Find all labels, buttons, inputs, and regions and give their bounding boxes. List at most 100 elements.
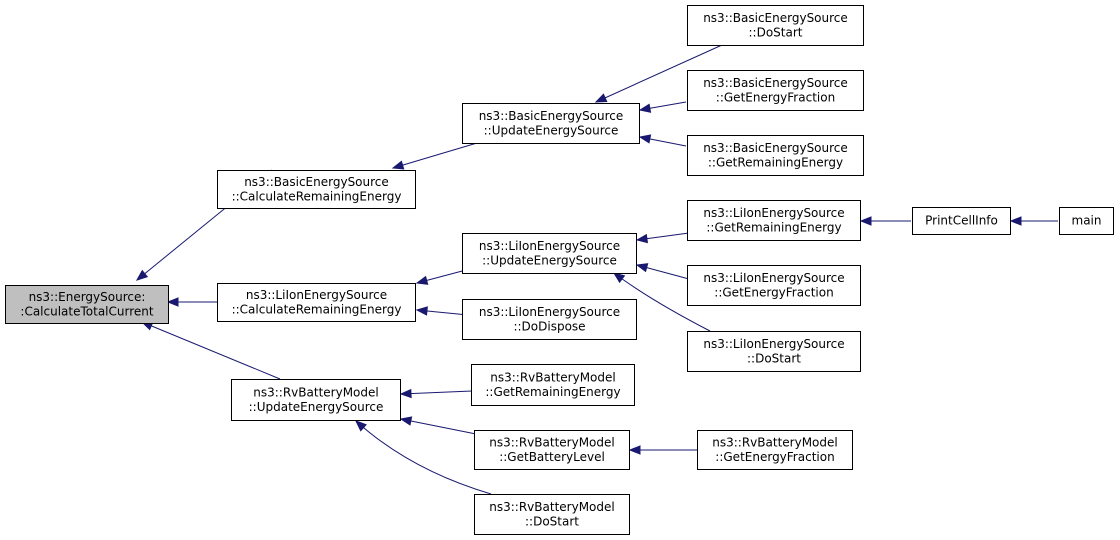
function-nodes: ns3::EnergySource::CalculateTotalCurrent… <box>5 5 1114 535</box>
node-liion-dispose-box <box>462 299 637 340</box>
node-basic-remaining-label-2: ::GetRemainingEnergy <box>708 155 843 169</box>
node-root[interactable]: ns3::EnergySource::CalculateTotalCurrent <box>5 285 169 324</box>
node-rv-remaining[interactable]: ns3::RvBatteryModel::GetRemainingEnergy <box>471 364 635 406</box>
node-liion-dispose-label-2: ::DoDispose <box>513 319 585 333</box>
node-liion-update[interactable]: ns3::LiIonEnergySource::UpdateEnergySour… <box>462 233 637 274</box>
edge-basic-fraction-to-basic-update <box>638 101 687 113</box>
node-rv-update-label-1: ns3::RvBatteryModel <box>253 385 378 399</box>
edge-liion-fraction-to-liion-update-arrowhead <box>635 263 649 273</box>
edge-basic-dostart-to-basic-update <box>594 44 723 103</box>
edge-main-to-print-cell-arrowhead <box>1009 216 1022 226</box>
node-rv-dostart-label-2: ::DoStart <box>525 514 579 528</box>
node-basic-dostart[interactable]: ns3::BasicEnergySource::DoStart <box>687 5 864 46</box>
node-liion-update-box <box>462 233 637 274</box>
node-basic-calc[interactable]: ns3::BasicEnergySource::CalculateRemaini… <box>217 170 416 209</box>
edge-rv-remaining-to-rv-update-arrowhead <box>399 388 412 399</box>
node-rv-update[interactable]: ns3::RvBatteryModel::UpdateEnergySource <box>231 379 401 421</box>
node-basic-remaining-box <box>687 135 864 176</box>
edge-liion-remaining-to-liion-update <box>635 232 690 244</box>
edge-rv-fraction-to-rv-level <box>628 445 697 455</box>
node-liion-dostart-label-1: ns3::LiIonEnergySource <box>703 337 844 351</box>
node-liion-calc-box <box>217 283 416 322</box>
node-basic-update-box <box>462 103 640 144</box>
node-rv-level[interactable]: ns3::RvBatteryModel::GetBatteryLevel <box>474 430 630 470</box>
edge-rv-remaining-to-rv-update-line <box>400 390 473 395</box>
edge-rv-level-to-rv-update <box>399 416 477 435</box>
node-rv-fraction-label-1: ns3::RvBatteryModel <box>712 435 837 449</box>
node-basic-fraction-label-2: ::GetEnergyFraction <box>716 90 835 104</box>
edge-liion-calc-to-root-arrowhead <box>166 297 179 307</box>
node-basic-dostart-label-2: ::DoStart <box>749 25 803 39</box>
edge-liion-update-to-liion-calc <box>415 269 467 285</box>
node-rv-level-label-1: ns3::RvBatteryModel <box>489 435 614 449</box>
node-basic-dostart-box <box>687 5 864 46</box>
edge-rv-dostart-to-rv-update-line <box>355 420 492 495</box>
edge-liion-dostart-to-liion-update <box>612 272 711 332</box>
node-rv-fraction[interactable]: ns3::RvBatteryModel::GetEnergyFraction <box>697 430 853 470</box>
edge-liion-calc-to-root <box>166 297 217 307</box>
node-basic-update-label-2: ::UpdateEnergySource <box>484 123 619 137</box>
node-basic-update-label-1: ns3::BasicEnergySource <box>479 109 624 123</box>
edge-liion-fraction-to-liion-update <box>635 263 690 280</box>
edge-basic-dostart-to-basic-update-arrowhead <box>594 93 608 103</box>
node-liion-update-label-1: ns3::LiIonEnergySource <box>479 239 620 253</box>
edge-basic-calc-to-root-arrowhead <box>135 269 149 281</box>
node-rv-fraction-box <box>697 430 853 470</box>
node-root-label-1: ns3::EnergySource: <box>29 290 146 304</box>
node-liion-remaining-box <box>687 200 861 241</box>
edge-rv-update-to-root-line <box>141 321 281 380</box>
node-rv-dostart-box <box>474 494 630 535</box>
node-liion-fraction-label-1: ns3::LiIonEnergySource <box>703 271 844 285</box>
node-rv-dostart-label-1: ns3::RvBatteryModel <box>489 500 614 514</box>
node-liion-calc-label-2: ::CalculateRemainingEnergy <box>232 302 402 316</box>
node-basic-dostart-label-1: ns3::BasicEnergySource <box>703 11 848 25</box>
node-liion-remaining-label-2: ::GetRemainingEnergy <box>706 220 841 234</box>
edge-print-cell-to-liion-remaining-arrowhead <box>859 216 872 226</box>
node-basic-remaining[interactable]: ns3::BasicEnergySource::GetRemainingEner… <box>687 135 864 176</box>
edge-basic-update-to-basic-calc-line <box>392 142 478 169</box>
node-liion-dispose[interactable]: ns3::LiIonEnergySource::DoDispose <box>462 299 637 340</box>
node-rv-update-box <box>231 379 401 421</box>
edge-liion-dostart-to-liion-update-arrowhead <box>612 272 626 284</box>
edge-rv-level-to-rv-update-line <box>400 418 477 435</box>
node-basic-calc-label-2: ::CalculateRemainingEnergy <box>232 189 402 203</box>
edge-basic-update-to-basic-calc <box>391 142 478 170</box>
edge-liion-update-to-liion-calc-arrowhead <box>415 275 429 285</box>
node-rv-update-label-2: ::UpdateEnergySource <box>249 400 384 414</box>
node-rv-level-box <box>474 430 630 470</box>
call-edges <box>135 44 1058 495</box>
node-print-cell-box <box>912 207 1011 235</box>
node-rv-level-label-2: ::GetBatteryLevel <box>499 450 605 464</box>
node-liion-dostart[interactable]: ns3::LiIonEnergySource::DoStart <box>687 331 861 372</box>
node-basic-update[interactable]: ns3::BasicEnergySource::UpdateEnergySour… <box>462 103 640 144</box>
node-basic-fraction[interactable]: ns3::BasicEnergySource::GetEnergyFractio… <box>687 70 864 111</box>
node-main-label-1: main <box>1072 214 1102 228</box>
edge-liion-remaining-to-liion-update-arrowhead <box>635 233 649 244</box>
node-liion-fraction[interactable]: ns3::LiIonEnergySource::GetEnergyFractio… <box>687 265 861 306</box>
edge-print-cell-to-liion-remaining <box>859 216 911 226</box>
node-liion-remaining-label-1: ns3::LiIonEnergySource <box>703 206 844 220</box>
node-liion-dispose-label-1: ns3::LiIonEnergySource <box>479 305 620 319</box>
node-liion-update-label-2: ::UpdateEnergySource <box>482 253 617 267</box>
node-liion-fraction-box <box>687 265 861 306</box>
edge-rv-level-to-rv-update-arrowhead <box>399 416 413 426</box>
node-rv-remaining-box <box>471 364 635 406</box>
node-print-cell[interactable]: PrintCellInfo <box>912 207 1011 235</box>
node-rv-remaining-label-1: ns3::RvBatteryModel <box>490 370 615 384</box>
node-liion-calc-label-1: ns3::LiIonEnergySource <box>246 288 387 302</box>
edge-rv-remaining-to-rv-update <box>399 388 473 399</box>
node-rv-dostart[interactable]: ns3::RvBatteryModel::DoStart <box>474 494 630 535</box>
node-liion-fraction-label-2: ::GetEnergyFraction <box>714 285 833 299</box>
edge-main-to-print-cell <box>1009 216 1058 226</box>
edge-rv-fraction-to-rv-level-arrowhead <box>628 445 641 455</box>
node-root-label-2: :CalculateTotalCurrent <box>20 304 153 318</box>
node-basic-remaining-label-1: ns3::BasicEnergySource <box>703 141 848 155</box>
node-liion-calc[interactable]: ns3::LiIonEnergySource::CalculateRemaini… <box>217 283 416 322</box>
node-rv-remaining-label-2: ::GetRemainingEnergy <box>485 385 620 399</box>
node-basic-fraction-label-1: ns3::BasicEnergySource <box>703 76 848 90</box>
node-basic-fraction-box <box>687 70 864 111</box>
node-main[interactable]: main <box>1059 207 1114 235</box>
node-liion-remaining[interactable]: ns3::LiIonEnergySource::GetRemainingEner… <box>687 200 861 241</box>
edge-basic-remaining-to-basic-update-arrowhead <box>638 134 652 144</box>
